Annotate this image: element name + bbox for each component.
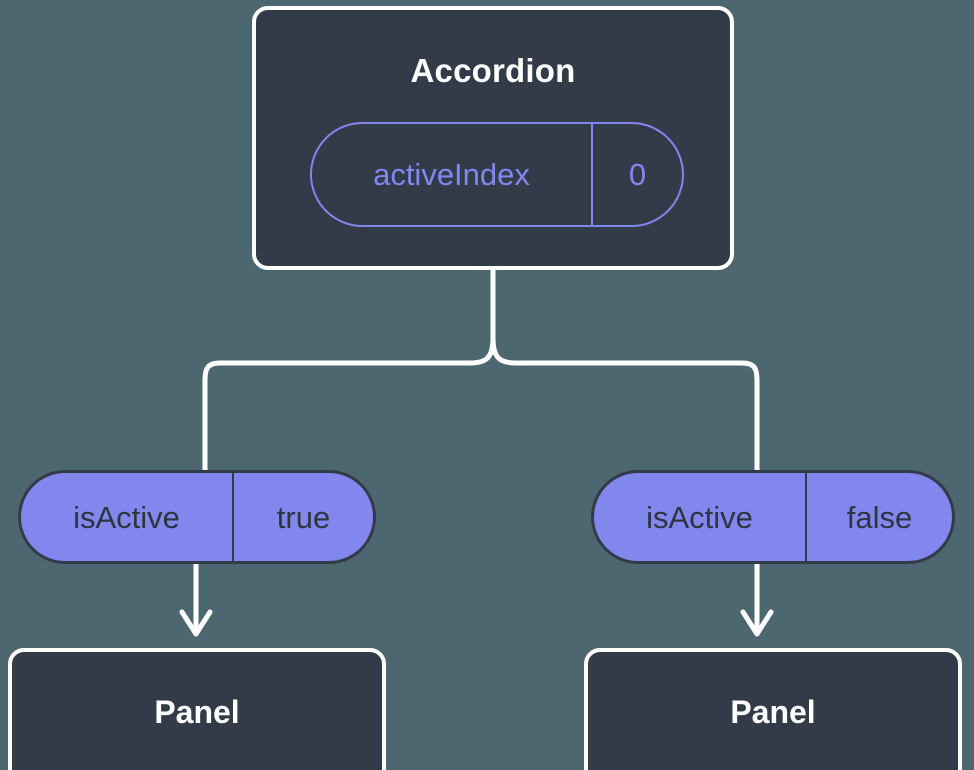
left-arrow-head (179, 609, 213, 637)
panel-node-left[interactable]: Panel (8, 648, 386, 770)
accordion-title: Accordion (410, 52, 576, 89)
fork-left-branch (202, 335, 496, 483)
panel-node-right[interactable]: Panel (584, 648, 962, 770)
panel-node-right-title: Panel (730, 694, 816, 730)
accordion-node[interactable]: Accordion activeIndex 0 (252, 6, 734, 270)
active-index-prop[interactable]: activeIndex 0 (310, 122, 684, 227)
active-index-prop-key: activeIndex (312, 124, 593, 225)
is-active-prop-left[interactable]: isActive true (18, 470, 376, 564)
fork-right-branch (490, 335, 760, 483)
is-active-prop-right[interactable]: isActive false (591, 470, 955, 564)
is-active-prop-left-key: isActive (21, 473, 234, 561)
is-active-prop-right-value: false (846, 499, 913, 535)
right-arrow-head (740, 609, 774, 637)
is-active-prop-right-key: isActive (594, 473, 807, 561)
panel-node-left-title: Panel (154, 694, 240, 730)
active-index-prop-value: 0 (628, 157, 647, 192)
is-active-prop-left-value: true (276, 499, 331, 535)
